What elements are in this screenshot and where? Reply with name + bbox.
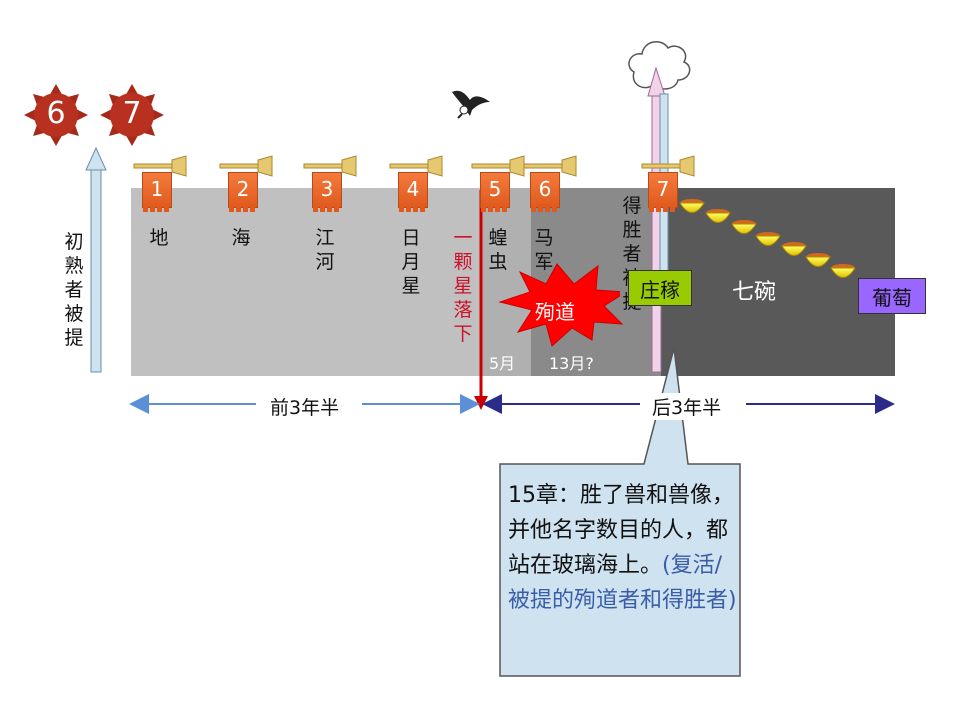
band-bowls (661, 188, 895, 376)
bowl-icon (781, 242, 807, 256)
callout-main: 15章：胜了兽和兽像，并他名字数目的人，都站在玻璃海上。 (508, 483, 734, 578)
trumpet-banner-7: 7 (648, 172, 678, 212)
duration-13-months: 13月? (549, 354, 594, 373)
band-locust (481, 188, 531, 376)
callout-note: (复活/被提的殉道者和得胜者) (508, 553, 737, 613)
grapes-box: 葡萄 (858, 278, 926, 314)
trumpet-label-1: 地 (149, 227, 169, 249)
first-half-label: 前3年半 (270, 397, 340, 419)
star-badge-icon (100, 84, 164, 146)
trumpets-graphics (133, 155, 695, 177)
bowl-icon (705, 209, 731, 223)
duration-5-months: 5月 (489, 354, 516, 373)
bowl-icon (805, 253, 831, 267)
bowl-icon (679, 199, 705, 213)
harvest-box: 庄稼 (628, 270, 692, 306)
callout-text: 15章：胜了兽和兽像，并他名字数目的人，都站在玻璃海上。(复活/被提的殉道者和得… (508, 478, 738, 618)
star-number-6: 6 (46, 96, 66, 131)
band-first-half (131, 188, 481, 376)
bowls-group (679, 199, 856, 278)
callout-box (499, 347, 741, 677)
martyr-label: 殉道 (535, 300, 575, 324)
trumpet-banner-1: 1 (142, 172, 172, 212)
martyr-burst (498, 263, 628, 347)
trumpet-label-6: 马军 (534, 227, 554, 273)
trumpet-banner-5: 5 (480, 172, 510, 212)
seven-bowls-label: 七碗 (732, 280, 777, 305)
trumpet-label-4: 日月星 (401, 227, 421, 297)
trumpet-icon (523, 155, 577, 177)
star-badge-icon (24, 84, 88, 146)
trumpet-label-3: 江河 (315, 227, 335, 273)
star-number-7: 7 (122, 96, 142, 131)
falling-star-label: 一颗星落下 (453, 227, 473, 345)
trumpet-icon (471, 155, 525, 177)
second-half-label: 后3年半 (652, 393, 722, 420)
trumpet-icon (219, 155, 273, 177)
trumpet-icon (133, 155, 187, 177)
firstfruits-rapture-arrow (85, 146, 107, 373)
trumpet-icon (303, 155, 357, 177)
bowl-icon (755, 232, 781, 246)
trumpet-icon (641, 155, 695, 177)
trumpet-icon (389, 155, 443, 177)
bowl-icon (731, 220, 757, 234)
eagle-icon (452, 90, 490, 119)
trumpet-banner-4: 4 (398, 172, 428, 212)
trumpet-banner-3: 3 (312, 172, 342, 212)
trumpet-banner-2: 2 (228, 172, 258, 212)
trumpet-label-5: 蝗虫 (488, 227, 508, 273)
bowl-icon (830, 264, 856, 278)
trumpet-label-2: 海 (231, 227, 251, 249)
trumpet-banner-6: 6 (530, 172, 560, 212)
firstfruits-label: 初熟者被提 (64, 231, 84, 349)
